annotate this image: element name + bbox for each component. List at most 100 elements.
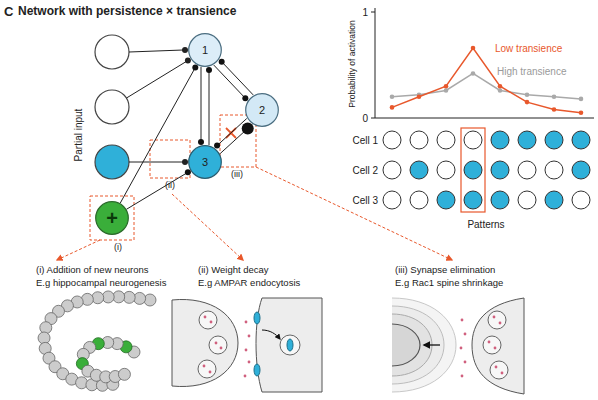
series-point (498, 84, 503, 89)
granule-cell (76, 377, 88, 389)
ampa-receptor (254, 312, 260, 324)
pattern-cell (464, 161, 482, 179)
postsynaptic-spine (256, 298, 322, 392)
series-point (525, 92, 530, 97)
neurotransmitter (203, 365, 206, 368)
synapse-head (206, 67, 212, 73)
panel-heading: (iii) Synapse elimination (395, 265, 495, 275)
synaptic-connection (206, 67, 212, 145)
synaptic-connection (219, 59, 254, 95)
neuron-body (189, 34, 222, 67)
network-neuron: 2 (245, 93, 279, 127)
callout-number: (iii) (231, 170, 243, 180)
neurotransmitter (245, 349, 248, 352)
spine-outline (392, 324, 420, 366)
series-point (552, 95, 557, 100)
tick-label: 0 (362, 113, 368, 124)
vesicle (209, 336, 227, 354)
pattern-cell (545, 131, 563, 149)
series-point (552, 107, 557, 112)
series-label: High transience (497, 66, 566, 77)
synapse-head (242, 122, 254, 134)
pattern-cell (410, 161, 428, 179)
neurotransmitter (495, 366, 498, 369)
synapse-head (192, 64, 198, 70)
series-point (525, 100, 530, 105)
synaptic-connection (214, 119, 247, 149)
neurotransmitter (464, 333, 467, 336)
pattern-cell (464, 191, 482, 209)
panel-note: E.g Rac1 spine shrinkage (395, 278, 503, 288)
synapse-head (182, 159, 188, 165)
neuron-label: 3 (202, 157, 208, 168)
input-neuron (95, 145, 129, 179)
neurotransmitter (494, 347, 497, 350)
endosome (280, 335, 300, 355)
panel-heading: (ii) Weight decay (198, 265, 269, 275)
series-point (471, 46, 476, 51)
callout-arrow (172, 194, 243, 260)
synaptic-connection (214, 65, 249, 101)
panel-note: E.g hippocampal neurogenesis (36, 278, 166, 288)
neurotransmitter (488, 341, 491, 344)
axis-tick (371, 118, 375, 119)
spine-outline (392, 306, 444, 384)
callout-number: (i) (114, 243, 122, 253)
row-label: Cell 1 (352, 135, 378, 146)
neurotransmitter (461, 319, 464, 322)
series-point (471, 71, 476, 76)
synapse-head (185, 169, 191, 175)
connection-line (217, 119, 247, 146)
pattern-cell (410, 131, 428, 149)
series-line (392, 48, 581, 113)
input-neuron (95, 35, 129, 69)
neurotransmitter (209, 371, 212, 374)
neurotransmitter (220, 347, 223, 350)
spine-outline (392, 298, 456, 392)
neurotransmitter (464, 361, 467, 364)
series-point (579, 110, 584, 115)
highlight-box (150, 140, 190, 178)
tick-label: 1 (362, 7, 368, 18)
pattern-cell (518, 191, 536, 209)
neurotransmitter (248, 335, 251, 338)
neurotransmitter (215, 342, 218, 345)
input-wire (127, 61, 188, 99)
row-label: Cell 3 (352, 195, 378, 206)
pattern-cell (437, 161, 455, 179)
pattern-cell (545, 191, 563, 209)
y-axis (375, 8, 376, 118)
connection-line (127, 172, 188, 209)
shrink-arrow (424, 344, 440, 345)
network-neuron: 3 (188, 145, 222, 179)
synapse-head (242, 95, 248, 101)
input-wire (129, 162, 185, 163)
neuron-label: + (106, 208, 118, 228)
panel-note: E.g AMPAR endocytosis (198, 278, 300, 288)
pattern-cell (545, 161, 563, 179)
series-point (444, 88, 449, 93)
synapse-head (198, 139, 204, 145)
series-line (392, 73, 581, 98)
ampa-receptor (254, 364, 260, 376)
highlight-box (220, 115, 256, 167)
pattern-cell (383, 191, 401, 209)
pattern-cell (383, 161, 401, 179)
endocytosis-arrow (262, 330, 280, 339)
connection-line (222, 62, 254, 95)
series-point (390, 95, 395, 100)
callout-arrow (256, 167, 452, 260)
row-label: Cell 2 (352, 165, 378, 176)
highlight-box (90, 196, 134, 240)
input-neuron (95, 90, 129, 124)
synapse-head (219, 59, 225, 65)
neuron-body (96, 202, 129, 235)
pattern-cell (437, 131, 455, 149)
panel-heading: (i) Addition of new neurons (36, 265, 148, 275)
vesicle (198, 360, 216, 378)
pattern-cell (572, 131, 590, 149)
pattern-cell (572, 161, 590, 179)
axis-title: Probability of activation (348, 20, 357, 107)
series-point (417, 95, 422, 100)
neurotransmitter (460, 347, 463, 350)
